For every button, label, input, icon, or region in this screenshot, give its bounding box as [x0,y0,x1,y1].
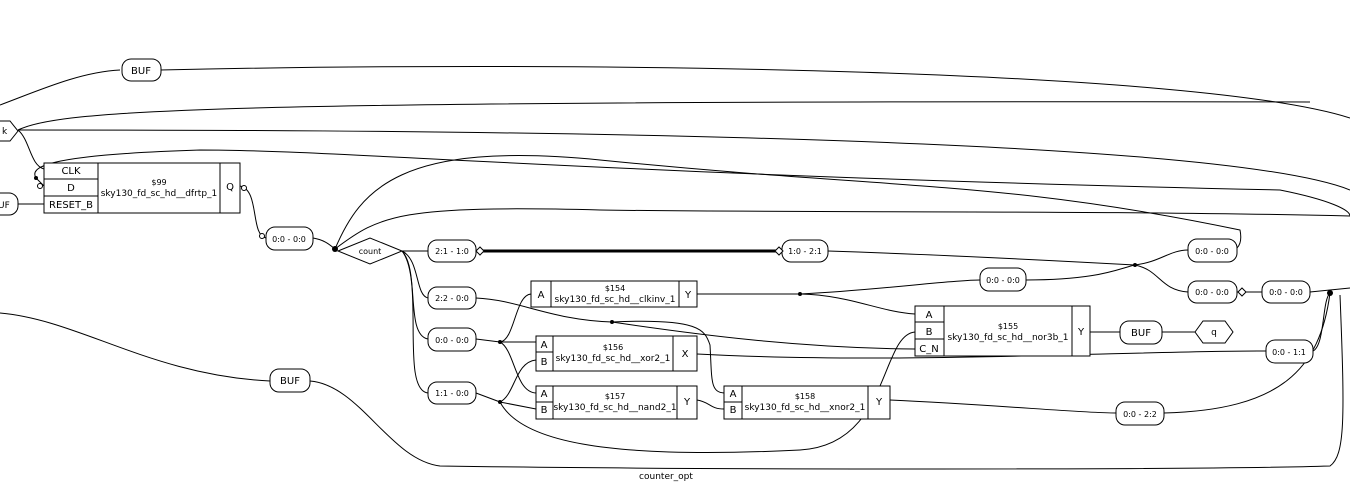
svg-text:A: A [926,310,933,321]
slice-count-21[interactable]: 2:1 - 1:0 [427,239,477,263]
svg-text:0:0 - 2:2: 0:0 - 2:2 [1123,410,1157,419]
dff-cell[interactable]: CLK D RESET_B $99 sky130_fd_sc_hd__dfrtp… [43,162,241,214]
reset-port[interactable]: UF [0,192,19,216]
dff-d-pin: D [67,183,75,194]
svg-text:BUF: BUF [131,66,151,77]
svg-text:UF: UF [0,201,10,211]
dff-reset-pin: RESET_B [49,200,93,211]
slice-r4[interactable]: 0:0 - 0:0 [1261,280,1311,304]
slice-count-22[interactable]: 2:2 - 0:0 [427,286,477,310]
svg-text:sky130_fd_sc_hd__nor3b_1: sky130_fd_sc_hd__nor3b_1 [947,333,1068,343]
svg-text:0:0 - 0:0: 0:0 - 0:0 [986,276,1020,285]
svg-text:BUF: BUF [280,376,300,387]
svg-text:C_N: C_N [919,344,938,355]
wires [0,65,1350,470]
xor2-cell[interactable]: A B $156 sky130_fd_sc_hd__xor2_1 X [535,335,698,372]
svg-text:B: B [926,327,933,338]
q-port[interactable]: q [1194,320,1234,344]
slice-r1[interactable]: 0:0 - 0:0 [979,267,1027,292]
svg-text:2:2 - 0:0: 2:2 - 0:0 [435,294,469,303]
buf-mid[interactable]: BUF [269,368,311,393]
slice-r3[interactable]: 0:0 - 0:0 [1187,280,1238,304]
svg-text:Y: Y [684,290,692,301]
dff-clk-pin: CLK [61,166,81,177]
svg-text:1:1 - 0:0: 1:1 - 0:0 [435,389,469,398]
count-port[interactable]: count [336,237,404,265]
slice-r2[interactable]: 0:0 - 0:0 [1187,238,1238,263]
svg-text:0:0 - 0:0: 0:0 - 0:0 [272,235,306,244]
svg-text:0:0 - 0:0: 0:0 - 0:0 [1269,288,1303,297]
svg-text:Y: Y [1077,327,1085,338]
slice-bus[interactable]: 1:0 - 2:1 [781,239,829,263]
svg-text:1:0 - 2:1: 1:0 - 2:1 [788,247,822,256]
svg-text:sky130_fd_sc_hd__nand2_1: sky130_fd_sc_hd__nand2_1 [553,403,676,413]
svg-text:0:0 - 0:0: 0:0 - 0:0 [1195,247,1229,256]
buf-top[interactable]: BUF [121,58,162,82]
slice-count-11[interactable]: 1:1 - 0:0 [427,381,477,405]
diagram-title: counter_opt [639,472,693,482]
svg-text:Y: Y [875,397,883,408]
junction-dots [34,176,1333,404]
svg-text:k: k [2,127,8,137]
bus-markers [37,183,1247,297]
slice-count-00[interactable]: 0:0 - 0:0 [427,327,477,352]
svg-text:A: A [541,389,548,400]
slice-q[interactable]: 0:0 - 0:0 [265,226,314,251]
svg-text:$157: $157 [605,392,625,401]
dff-type: sky130_fd_sc_hd__dfrtp_1 [101,189,218,199]
svg-text:2:1 - 1:0: 2:1 - 1:0 [435,247,469,256]
svg-text:0:0 - 1:1: 0:0 - 1:1 [1272,348,1306,357]
svg-text:A: A [538,290,545,301]
nor3b-cell[interactable]: A B C_N $155 sky130_fd_sc_hd__nor3b_1 Y [914,305,1091,357]
slice-r6[interactable]: 0:0 - 2:2 [1115,401,1165,426]
svg-text:B: B [730,405,737,416]
nand2-cell[interactable]: A B $157 sky130_fd_sc_hd__nand2_1 Y [535,385,698,420]
svg-text:0:0 - 0:0: 0:0 - 0:0 [1195,288,1229,297]
slice-r5[interactable]: 0:0 - 1:1 [1265,339,1314,364]
svg-text:X: X [682,349,689,360]
svg-text:B: B [541,405,548,416]
svg-text:$156: $156 [603,343,623,352]
xnor2-cell[interactable]: A B $158 sky130_fd_sc_hd__xnor2_1 Y [723,385,891,420]
clkinv-cell[interactable]: A $154 sky130_fd_sc_hd__clkinv_1 Y [530,280,698,308]
svg-text:BUF: BUF [1131,328,1151,339]
svg-text:sky130_fd_sc_hd__xnor2_1: sky130_fd_sc_hd__xnor2_1 [745,403,866,413]
svg-text:sky130_fd_sc_hd__clkinv_1: sky130_fd_sc_hd__clkinv_1 [555,295,676,305]
svg-text:$158: $158 [795,392,815,401]
svg-text:sky130_fd_sc_hd__xor2_1: sky130_fd_sc_hd__xor2_1 [556,354,671,364]
svg-text:$154: $154 [605,284,625,293]
clk-port[interactable]: k [0,120,19,142]
dff-q-pin: Q [226,182,234,193]
svg-text:Y: Y [683,397,691,408]
svg-text:$155: $155 [998,322,1018,331]
svg-text:A: A [541,340,548,351]
dff-id: $99 [151,178,166,187]
svg-text:q: q [1211,328,1217,338]
svg-text:0:0 - 0:0: 0:0 - 0:0 [435,336,469,345]
svg-text:B: B [541,357,548,368]
svg-text:A: A [730,389,737,400]
buf-out[interactable]: BUF [1119,320,1163,345]
svg-text:count: count [359,247,382,256]
